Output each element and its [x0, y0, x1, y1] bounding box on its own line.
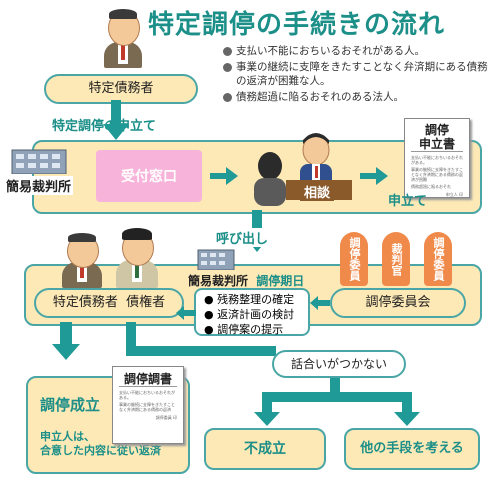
committee-badge: 調停委員	[424, 232, 452, 286]
doc-line: 債務超過に陥るおそれ	[411, 184, 451, 189]
apply-out-label: 申立て	[388, 194, 428, 209]
arrow-left-icon	[176, 306, 196, 320]
page-title: 特定調停の手続きの流れ	[148, 10, 446, 40]
steps-box: ● 残務整理の確定 ● 返済計画の検討 ● 調停案の提示	[194, 288, 310, 336]
not-established-label: 不成立	[244, 441, 286, 457]
doc-line: 調停委員 印	[155, 415, 177, 420]
court2-text: 簡易裁判所	[188, 274, 249, 288]
doc-line: 支払い不能におちいるおそれがある。	[119, 390, 175, 400]
eligibility-list: 支払い不能におちいるおそれがある人。 事業の継続に支障をきたすことなく弁済期にあ…	[222, 44, 498, 106]
other-means-box: 他の手段を考える	[344, 428, 480, 470]
court-label-1: 簡易裁判所	[4, 176, 74, 195]
reception-label: 受付窓口	[121, 169, 177, 185]
bullet-item: 事業の継続に支障をきたすことなく弁済期にある債務の返済が困難な人。	[222, 60, 498, 88]
arrow-left-icon	[310, 296, 330, 310]
apply-label: 特定調停の申立て	[52, 119, 157, 134]
doc-line: 支払い不能におちいるおそれがある。	[411, 155, 463, 165]
summon-label: 呼び出し	[214, 228, 271, 247]
flow-connectors	[52, 322, 420, 426]
step-item: ● 返済計画の検討	[204, 308, 295, 321]
step-item: ● 調停案の提示	[204, 323, 284, 336]
debtor-person-icon	[58, 232, 106, 288]
debtor-top-oval: 特定債務者	[44, 74, 198, 104]
bullet-item: 支払い不能におちいるおそれがある人。	[222, 44, 498, 58]
doc-line: 事業の継続に支障をきたすことなく弁済期にある債務の返済	[119, 402, 175, 412]
other-means-label: 他の手段を考える	[360, 441, 464, 456]
hearing-date-label: 調停期日	[256, 274, 305, 288]
committee-badge: 裁判官	[382, 232, 410, 286]
debtor-label: 特定債務者	[52, 295, 118, 310]
application-document: 調停 申立書 支払い不能におちいるおそれがある。 事業の継続に支障をきたすことな…	[404, 118, 470, 198]
court-building-icon	[8, 148, 70, 175]
debtor-top-label: 特定債務者	[88, 81, 154, 96]
arrow-down-icon	[103, 100, 129, 140]
debtor-person-icon	[98, 8, 148, 68]
doc-line: 事業の継続に支障をきたすことなく弁済期にある債務の返済が困難	[411, 167, 463, 182]
success-title: 調停成立	[40, 396, 101, 414]
committee-badge: 調停委員	[340, 232, 368, 286]
parties-oval: 特定債務者 債権者	[34, 288, 184, 318]
creditor-label: 債権者	[126, 295, 166, 310]
no-agreement-oval: 話合いがつかない	[272, 350, 406, 378]
settlement-document: 調停調書 支払い不能におちいるおそれがある。 事業の継続に支障をきたすことなく弁…	[112, 366, 184, 444]
committee-oval: 調停委員会	[330, 288, 466, 318]
doc-line: 申立人 印	[445, 192, 463, 197]
no-agreement-label: 話合いがつかない	[290, 357, 387, 371]
arrow-right-icon	[360, 167, 388, 185]
success-note: 申立人は、 合意した内容に従い返済	[40, 430, 161, 457]
not-established-box: 不成立	[204, 428, 326, 470]
committee-label: 調停委員会	[365, 295, 431, 310]
creditor-person-icon	[112, 226, 162, 288]
arrow-right-icon	[210, 167, 238, 185]
step-item: ● 残務整理の確定	[204, 293, 295, 306]
settlement-doc-title: 調停調書	[119, 367, 177, 387]
court-label-2: 簡易裁判所 調停期日	[188, 272, 304, 289]
court-building-icon	[196, 248, 236, 271]
reception-box: 受付窓口	[96, 150, 202, 202]
bullet-item: 債務超過に陥るおそれのある法人。	[222, 90, 498, 104]
application-doc-title: 調停 申立書	[411, 119, 463, 152]
consult-label: 相談	[300, 182, 335, 201]
